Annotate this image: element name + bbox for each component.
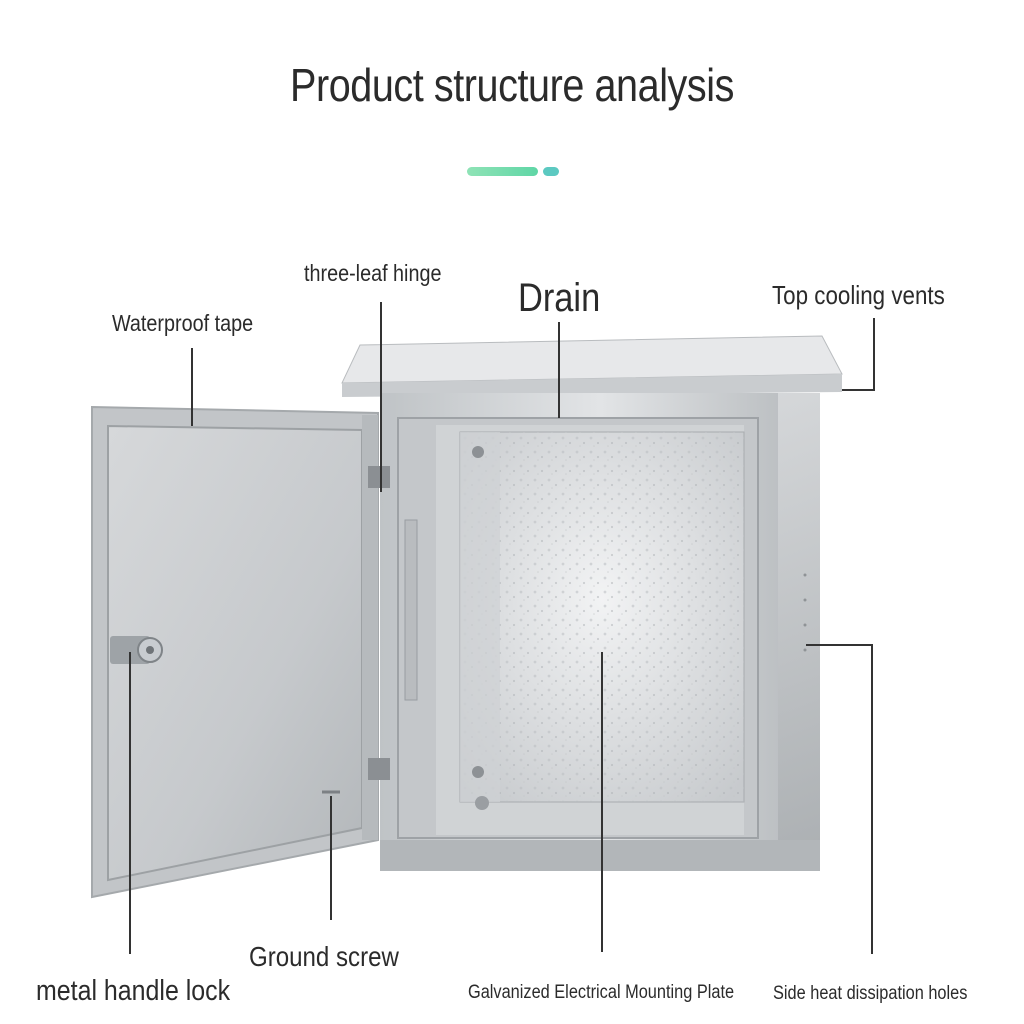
accent-bar-short [543,167,559,176]
hinges [368,466,390,780]
side-heat-holes [803,573,807,652]
handle-lock [110,636,163,664]
label-drain: Drain [518,276,601,320]
leader-ground-screw [330,796,332,920]
leader-handle-lock [129,652,131,954]
label-top-cooling-vents: Top cooling vents [772,280,945,310]
leader-three-leaf-hinge [380,302,382,492]
label-metal-handle-lock: metal handle lock [36,975,231,1007]
leader-mounting-plate [601,652,603,952]
page-title: Product structure analysis [290,59,734,111]
leader-side-heat-holes-h [806,644,873,646]
label-side-heat-holes: Side heat dissipation holes [773,983,968,1004]
leader-top-cooling-vents-v [873,318,875,391]
open-door [91,405,379,899]
leader-top-cooling-vents-h [842,389,875,391]
roof-canopy [341,335,843,397]
label-three-leaf-hinge: three-leaf hinge [304,260,442,286]
leader-drain [558,322,560,418]
leader-side-heat-holes-v [871,644,873,954]
leader-waterproof-tape [191,348,193,426]
label-ground-screw: Ground screw [249,941,399,972]
label-mounting-plate: Galvanized Electrical Mounting Plate [468,982,735,1003]
label-waterproof-tape: Waterproof tape [112,310,254,336]
hinge-rail-slots [404,519,418,701]
accent-bar-long [467,167,538,176]
